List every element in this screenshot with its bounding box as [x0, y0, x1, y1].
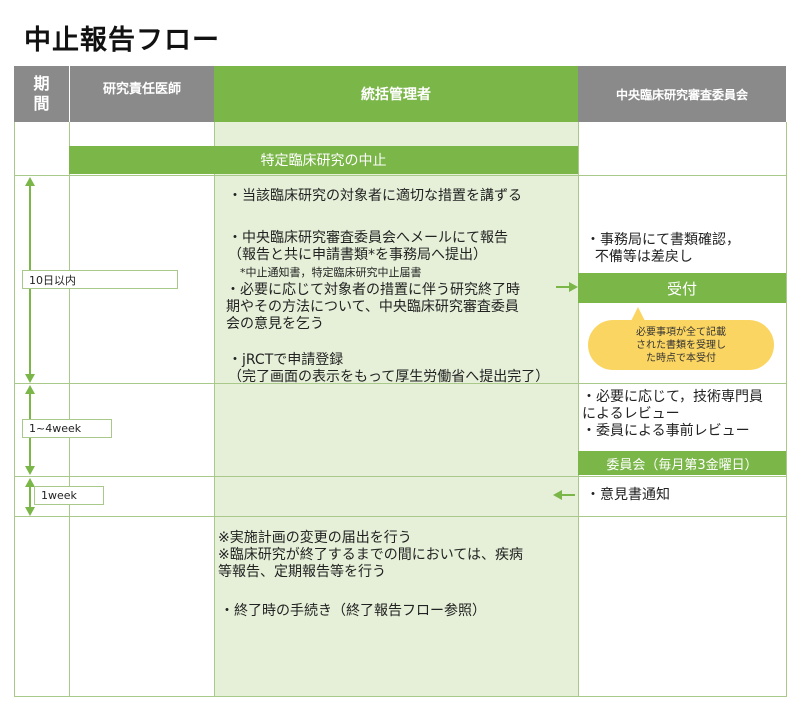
arrow-head-up-2 [25, 385, 35, 394]
arrow-to-receipt-shaft [556, 286, 570, 288]
arrow-to-receipt-head [569, 282, 578, 292]
receipt-note-bubble: 必要事項が全て記載 された書類を受理し た時点で本受付 [588, 320, 774, 370]
committee-opinion: ・意見書通知 [586, 487, 670, 503]
header-investigator: 研究責任医師 [70, 66, 214, 122]
header-period-label: 期 間 [33, 74, 50, 113]
header-period: 期 間 [14, 66, 69, 122]
page-title: 中止報告フロー [24, 25, 220, 56]
manager-step2-note: *中止通知書，特定臨床研究中止届書 [240, 266, 422, 279]
manager-column-bg [214, 122, 578, 696]
arrow-head-down-1 [25, 374, 35, 383]
row-line-3 [14, 476, 787, 477]
receipt-banner-label: 受付 [666, 279, 697, 298]
frame-col3 [578, 122, 579, 696]
header-manager: 統括管理者 [214, 66, 578, 122]
phase-label-3: 1week [34, 486, 104, 505]
phase-label-2: 1~4week [22, 419, 112, 438]
header-committee: 中央臨床研究審査委員会 [578, 66, 786, 122]
manager-step4-line2: （完了画面の表示をもって厚生労働省へ提出完了） [228, 369, 550, 385]
arrow-head-up-1 [25, 177, 35, 186]
manager-final: ・終了時の手続き（終了報告フロー参照） [220, 603, 486, 619]
frame-left [14, 122, 15, 696]
frame-bottom [14, 696, 787, 697]
manager-step2-line2: （報告と共に申請書類*を事務局へ提出） [228, 247, 487, 263]
receipt-banner: 受付 [578, 273, 786, 303]
row-line-2 [14, 383, 787, 384]
stop-banner: 特定臨床研究の中止 [69, 146, 578, 174]
frame-col2 [214, 122, 215, 696]
arrow-opinion-shaft [561, 494, 575, 496]
manager-step2-line1: ・中央臨床研究審査委員会へメールにて報告 [228, 230, 508, 246]
arrow-shaft-3 [29, 486, 31, 508]
committee-check: ・事務局にて書類確認， 不備等は差戻し [586, 232, 740, 265]
header-committee-label: 中央臨床研究審査委員会 [615, 87, 748, 102]
bubble-pointer [630, 307, 646, 323]
row-line-1 [14, 175, 787, 176]
phase-label-2-text: 1~4week [29, 422, 82, 435]
header-investigator-label: 研究責任医師 [102, 82, 181, 97]
manager-step4-line1: ・jRCTで申請登録 [228, 352, 344, 368]
phase-label-1-text: 10日以内 [29, 273, 76, 287]
committee-review: ・必要に応じて，技術専門員 によるレビュー ・委員による事前レビュー [582, 389, 764, 439]
row-line-4 [14, 516, 787, 517]
manager-step3: ・必要に応じて対象者の措置に伴う研究終了時 期やその方法について、中央臨床研究審… [226, 282, 520, 332]
manager-notes: ※実施計画の変更の届出を行う ※臨床研究が終了するまでの間においては、疾病 等報… [218, 530, 524, 580]
meeting-banner: 委員会（毎月第3金曜日） [578, 451, 786, 475]
header-manager-label: 統括管理者 [361, 87, 431, 103]
phase-label-3-text: 1week [41, 489, 77, 502]
frame-right [786, 122, 787, 696]
phase-label-1: 10日以内 [22, 270, 178, 289]
meeting-banner-label: 委員会（毎月第3金曜日） [606, 457, 758, 473]
manager-step1: ・当該臨床研究の対象者に適切な措置を講ずる [228, 188, 522, 204]
arrow-head-up-3 [25, 478, 35, 487]
stop-banner-label: 特定臨床研究の中止 [260, 153, 387, 169]
arrow-head-down-2 [25, 466, 35, 475]
arrow-opinion-head [553, 490, 562, 500]
arrow-head-down-3 [25, 507, 35, 516]
frame-col1 [69, 122, 70, 696]
